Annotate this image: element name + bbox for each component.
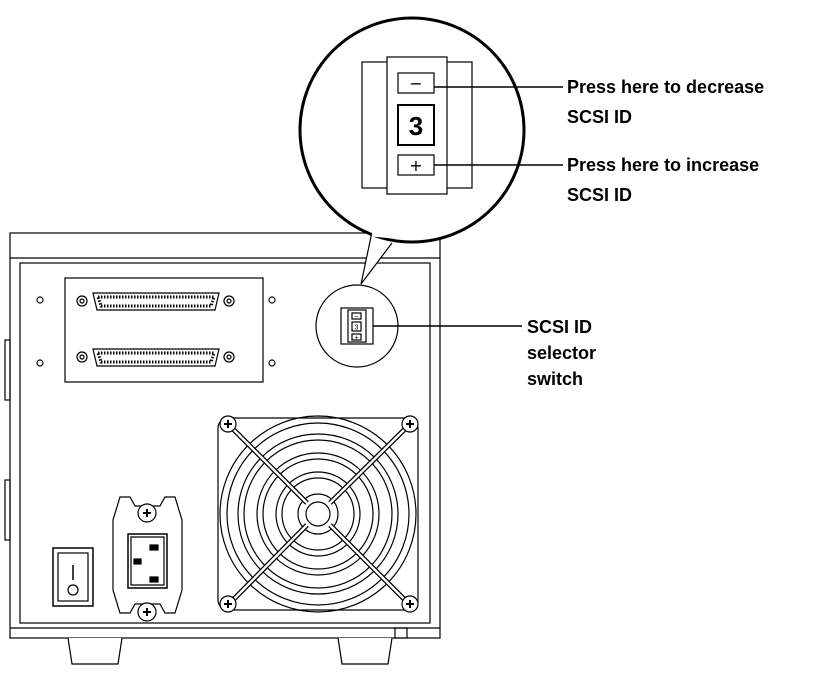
scsi-connector-plate (36, 277, 276, 383)
selector-small-plus: + (354, 335, 359, 342)
fan-screw-br (401, 595, 419, 613)
decrease-button[interactable] (397, 72, 435, 94)
magnifier-callout: − 3 + (298, 16, 526, 285)
side-tab-top (4, 339, 11, 401)
scsi-connector-upper (76, 292, 235, 311)
power-switch[interactable] (52, 547, 94, 607)
selector-small-digit: 3 (355, 325, 359, 332)
callout-decrease: Press here to decrease SCSI ID (567, 77, 769, 127)
decrease-button-symbol: − (409, 74, 422, 93)
scsi-id-display (397, 104, 435, 146)
inlet-screw-bottom (137, 602, 157, 622)
foot-left (67, 637, 123, 665)
fan-guard (217, 415, 419, 613)
fan-screw-tl (219, 415, 237, 433)
scsi-id-value: 3 (409, 111, 423, 141)
selector-small-minus: − (354, 314, 359, 321)
enclosure-inner-frame (19, 262, 431, 624)
fan-screw-bl (219, 595, 237, 613)
callout-increase: Press here to increase SCSI ID (567, 155, 764, 205)
magnified-selector: − 3 + (361, 56, 473, 195)
foot-right (337, 637, 393, 665)
callout-selector: SCSI ID selector switch (527, 317, 601, 389)
fan-screw-tr (401, 415, 419, 433)
inlet-screw-top (137, 503, 157, 523)
side-tab-bottom (4, 479, 11, 541)
scsi-connector-lower (76, 348, 235, 367)
increase-button-symbol: + (409, 156, 422, 175)
power-inlet (112, 496, 183, 622)
